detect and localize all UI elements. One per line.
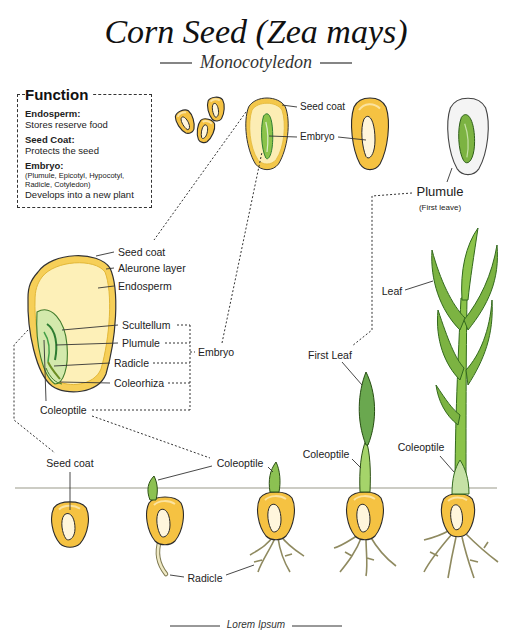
term-text: (Plumule, Epicotyl, Hypocotyl, Radicle, … xyxy=(25,171,144,189)
radicle-shape xyxy=(48,362,60,379)
leader-line xyxy=(342,362,362,385)
leader-line xyxy=(44,340,46,401)
part-label: Radicle xyxy=(114,357,149,369)
part-label: Aleurone layer xyxy=(118,262,186,274)
term-heading: Embryo: xyxy=(25,160,144,171)
part-label: Scultellum xyxy=(122,319,170,331)
term-text: Develops into a new plant xyxy=(25,189,144,200)
coleorhiza-shape xyxy=(46,368,62,384)
leader-line xyxy=(62,325,118,330)
scutellum-shape xyxy=(37,310,68,384)
leaf-shape xyxy=(462,228,478,300)
dotted-guide xyxy=(352,193,412,346)
part-label: Embryo xyxy=(198,346,234,358)
embryo-bracket xyxy=(92,325,195,410)
part-label: Coleoptile xyxy=(303,448,350,460)
term-heading: Endosperm: xyxy=(25,108,144,119)
leader-line xyxy=(352,459,361,468)
kernel-stage-4 xyxy=(347,492,384,540)
leader-line xyxy=(338,137,366,140)
caption: Lorem Ipsum xyxy=(227,619,285,631)
part-label: Coleoptile xyxy=(217,457,264,469)
root-shape xyxy=(424,530,498,578)
kernel-stage-2 xyxy=(147,497,184,545)
term-text: Stores reserve food xyxy=(25,119,144,130)
ground-line xyxy=(15,487,497,488)
part-label: Coleoptile xyxy=(40,404,87,416)
leader-line xyxy=(54,363,110,366)
small-kernel xyxy=(194,117,216,144)
part-label: Plumule xyxy=(417,185,464,200)
first-leaf-shape xyxy=(359,372,374,445)
leader-line xyxy=(98,286,114,288)
small-kernel xyxy=(173,108,198,137)
whole-kernel xyxy=(352,98,389,170)
leader-line xyxy=(56,343,118,345)
term-text: Protects the seed xyxy=(25,145,144,156)
seed-coat-shape xyxy=(28,256,116,392)
term-heading: Seed Coat: xyxy=(25,134,144,145)
dotted-guide xyxy=(222,152,262,343)
leader-line xyxy=(440,456,454,472)
leader-line xyxy=(269,136,297,137)
leader-line xyxy=(282,105,297,107)
root-shape xyxy=(250,535,304,572)
part-label: Seed coat xyxy=(118,246,165,258)
leader-line xyxy=(405,281,433,290)
kernel-stage-3 xyxy=(258,492,295,540)
leaf-shape xyxy=(432,250,465,330)
coleoptile-shape xyxy=(269,462,280,492)
leaf-shape xyxy=(436,385,460,425)
leader-line xyxy=(170,575,184,577)
endosperm-shape xyxy=(35,263,110,385)
coleoptile-shape xyxy=(452,460,469,494)
plumule-kernel xyxy=(448,98,489,174)
function-box: FunctionEndosperm:Stores reserve foodSee… xyxy=(17,94,152,208)
leader-line xyxy=(106,268,114,269)
dotted-guide xyxy=(154,112,246,240)
leader-line xyxy=(447,168,452,182)
rule-line xyxy=(170,626,220,627)
part-label: Endosperm xyxy=(118,280,172,292)
leader-line xyxy=(158,466,212,480)
dotted-guide xyxy=(92,416,210,458)
box-heading: Function xyxy=(25,86,92,104)
part-label: Seed coat xyxy=(46,457,93,469)
leader-line xyxy=(96,252,114,256)
leader-line xyxy=(226,565,254,575)
kernel-stage-5 xyxy=(441,494,474,537)
part-label: First Leaf xyxy=(308,349,352,361)
part-label: Coleoptile xyxy=(398,441,445,453)
rule-line xyxy=(320,62,352,63)
part-label: (First leave) xyxy=(419,203,461,212)
rule-line xyxy=(292,626,342,627)
coleoptile-shape xyxy=(360,440,371,492)
seed-section-small xyxy=(246,98,288,170)
leader-line xyxy=(70,472,71,510)
part-label: Coleorhiza xyxy=(114,377,164,389)
diagram-title: Corn Seed (Zea mays) xyxy=(0,13,512,50)
part-label: Leaf xyxy=(382,285,402,297)
part-label: Embryo xyxy=(300,131,334,143)
small-kernel xyxy=(207,96,226,121)
leader-line xyxy=(60,382,110,383)
part-label: Plumule xyxy=(122,337,160,349)
part-label: Radicle xyxy=(187,572,222,584)
subtitle: Monocotyledon xyxy=(200,52,312,73)
rule-line xyxy=(160,62,192,63)
part-label: Seed coat xyxy=(300,101,345,113)
coleoptile-shape xyxy=(148,476,157,500)
leader-line xyxy=(268,467,273,472)
